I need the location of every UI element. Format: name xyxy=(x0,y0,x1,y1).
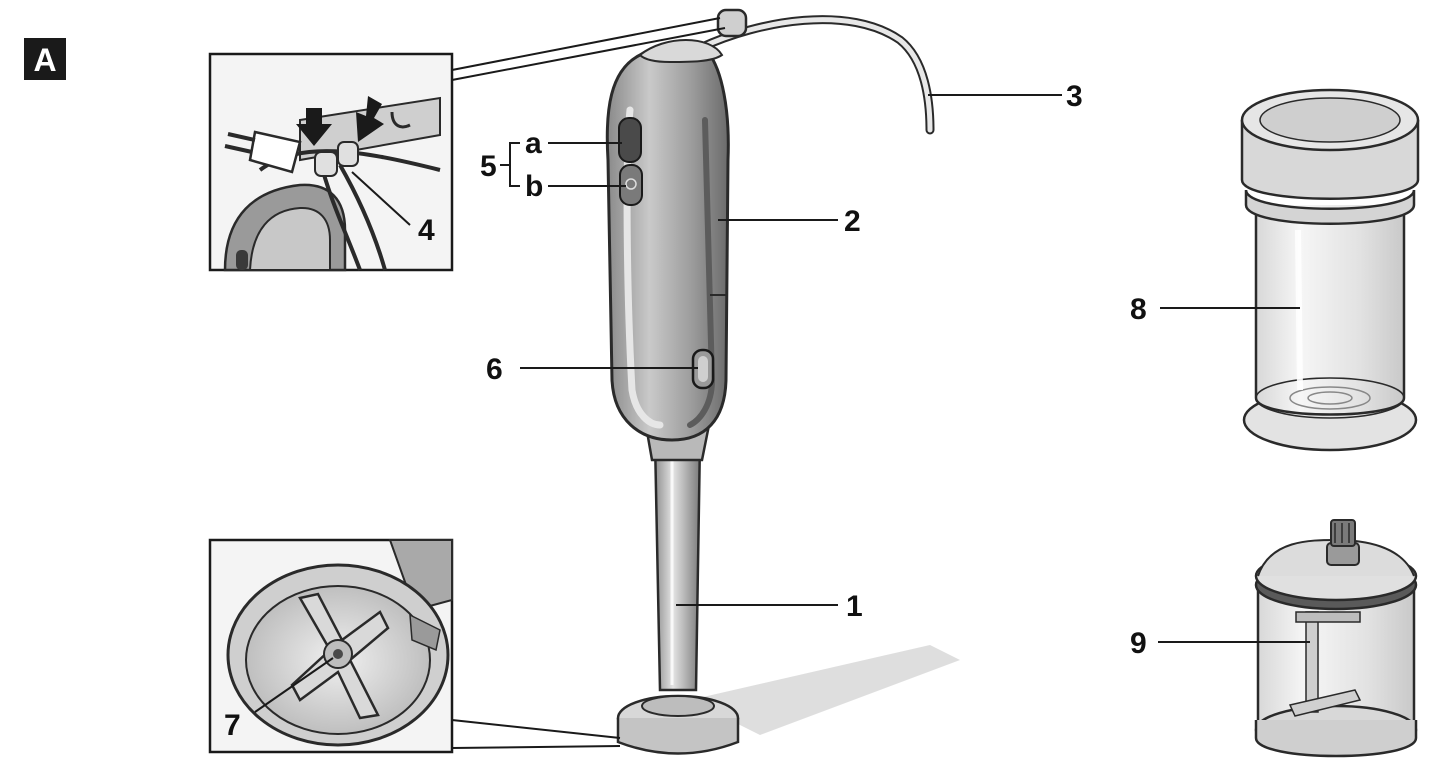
down-arrow-icon xyxy=(296,96,384,146)
beaker-icon xyxy=(1240,88,1420,452)
chopper-bowl-icon xyxy=(1254,519,1418,758)
blade-icon xyxy=(290,592,390,720)
cord-hook xyxy=(716,8,748,38)
inset-cord-storage xyxy=(208,17,726,272)
badge-letter: A xyxy=(33,42,56,78)
ground-shadow xyxy=(690,645,960,735)
label-7: 7 xyxy=(224,709,241,742)
label-1: 1 xyxy=(846,590,863,623)
label-5a: a xyxy=(525,127,542,160)
letter-badge-icon: A xyxy=(24,38,66,80)
label-5: 5 xyxy=(480,150,497,183)
speed-button-a xyxy=(618,117,642,163)
label-4: 4 xyxy=(418,214,435,247)
label-5b: b xyxy=(525,170,543,203)
label-9: 9 xyxy=(1130,627,1147,660)
inset-blade xyxy=(208,538,621,754)
hand-blender-icon xyxy=(605,39,740,755)
label-6: 6 xyxy=(486,353,503,386)
leader-lines xyxy=(500,94,1310,643)
label-3: 3 xyxy=(1066,80,1083,113)
blender-shaft xyxy=(653,438,702,692)
label-8: 8 xyxy=(1130,293,1147,326)
label-2: 2 xyxy=(844,205,861,238)
power-plug-icon xyxy=(224,130,302,174)
